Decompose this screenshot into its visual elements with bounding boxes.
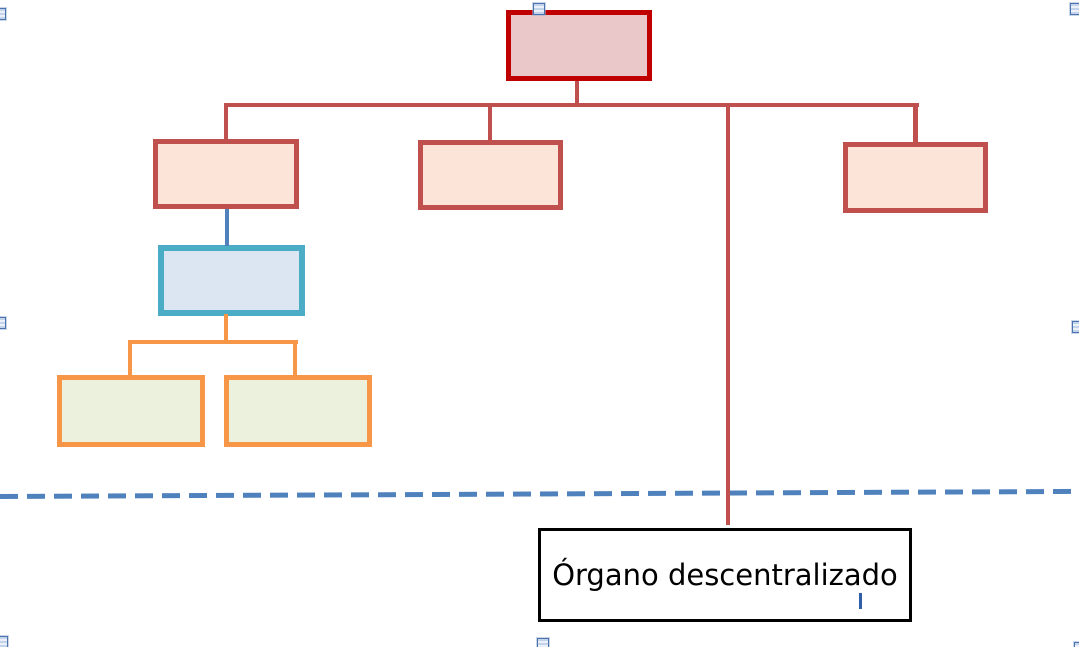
- org-node-root[interactable]: [506, 10, 652, 81]
- text-cursor: [859, 593, 862, 609]
- embedded-object-anchor-icon[interactable]: [1072, 321, 1079, 333]
- org-node-branch-middle[interactable]: [418, 140, 563, 210]
- embedded-object-anchor-icon[interactable]: [537, 638, 549, 647]
- org-node-leaf-green-left[interactable]: [57, 375, 205, 447]
- org-node-sub-blue[interactable]: [158, 245, 305, 316]
- connector-root-stub: [575, 81, 579, 106]
- connector-horizontal-main: [227, 103, 919, 107]
- connector-orange-drop-right: [293, 340, 297, 376]
- descentralized-organ-label-box[interactable]: Órgano descentralizado: [538, 528, 912, 622]
- connector-orange-stub: [224, 314, 228, 342]
- descentralized-organ-label: Órgano descentralizado: [552, 558, 898, 592]
- connector-orange-horizontal: [128, 340, 298, 344]
- connector-drop-descentralized: [726, 103, 730, 525]
- connector-drop-middle: [488, 103, 492, 141]
- org-node-leaf-green-right[interactable]: [224, 375, 372, 447]
- embedded-object-anchor-icon[interactable]: [0, 317, 6, 329]
- embedded-object-anchor-icon[interactable]: [0, 636, 8, 647]
- dashed-divider-line: [0, 488, 1079, 499]
- org-node-branch-left[interactable]: [153, 139, 299, 209]
- connector-drop-right: [913, 103, 918, 143]
- embedded-object-anchor-icon[interactable]: [533, 3, 545, 15]
- embedded-object-anchor-icon[interactable]: [0, 8, 6, 20]
- org-node-branch-right[interactable]: [843, 142, 988, 213]
- connector-drop-left: [224, 103, 228, 140]
- embedded-object-anchor-icon[interactable]: [1074, 642, 1079, 647]
- embedded-object-anchor-icon[interactable]: [1070, 3, 1079, 15]
- connector-blue-stub: [225, 209, 229, 246]
- connector-orange-drop-left: [128, 340, 132, 376]
